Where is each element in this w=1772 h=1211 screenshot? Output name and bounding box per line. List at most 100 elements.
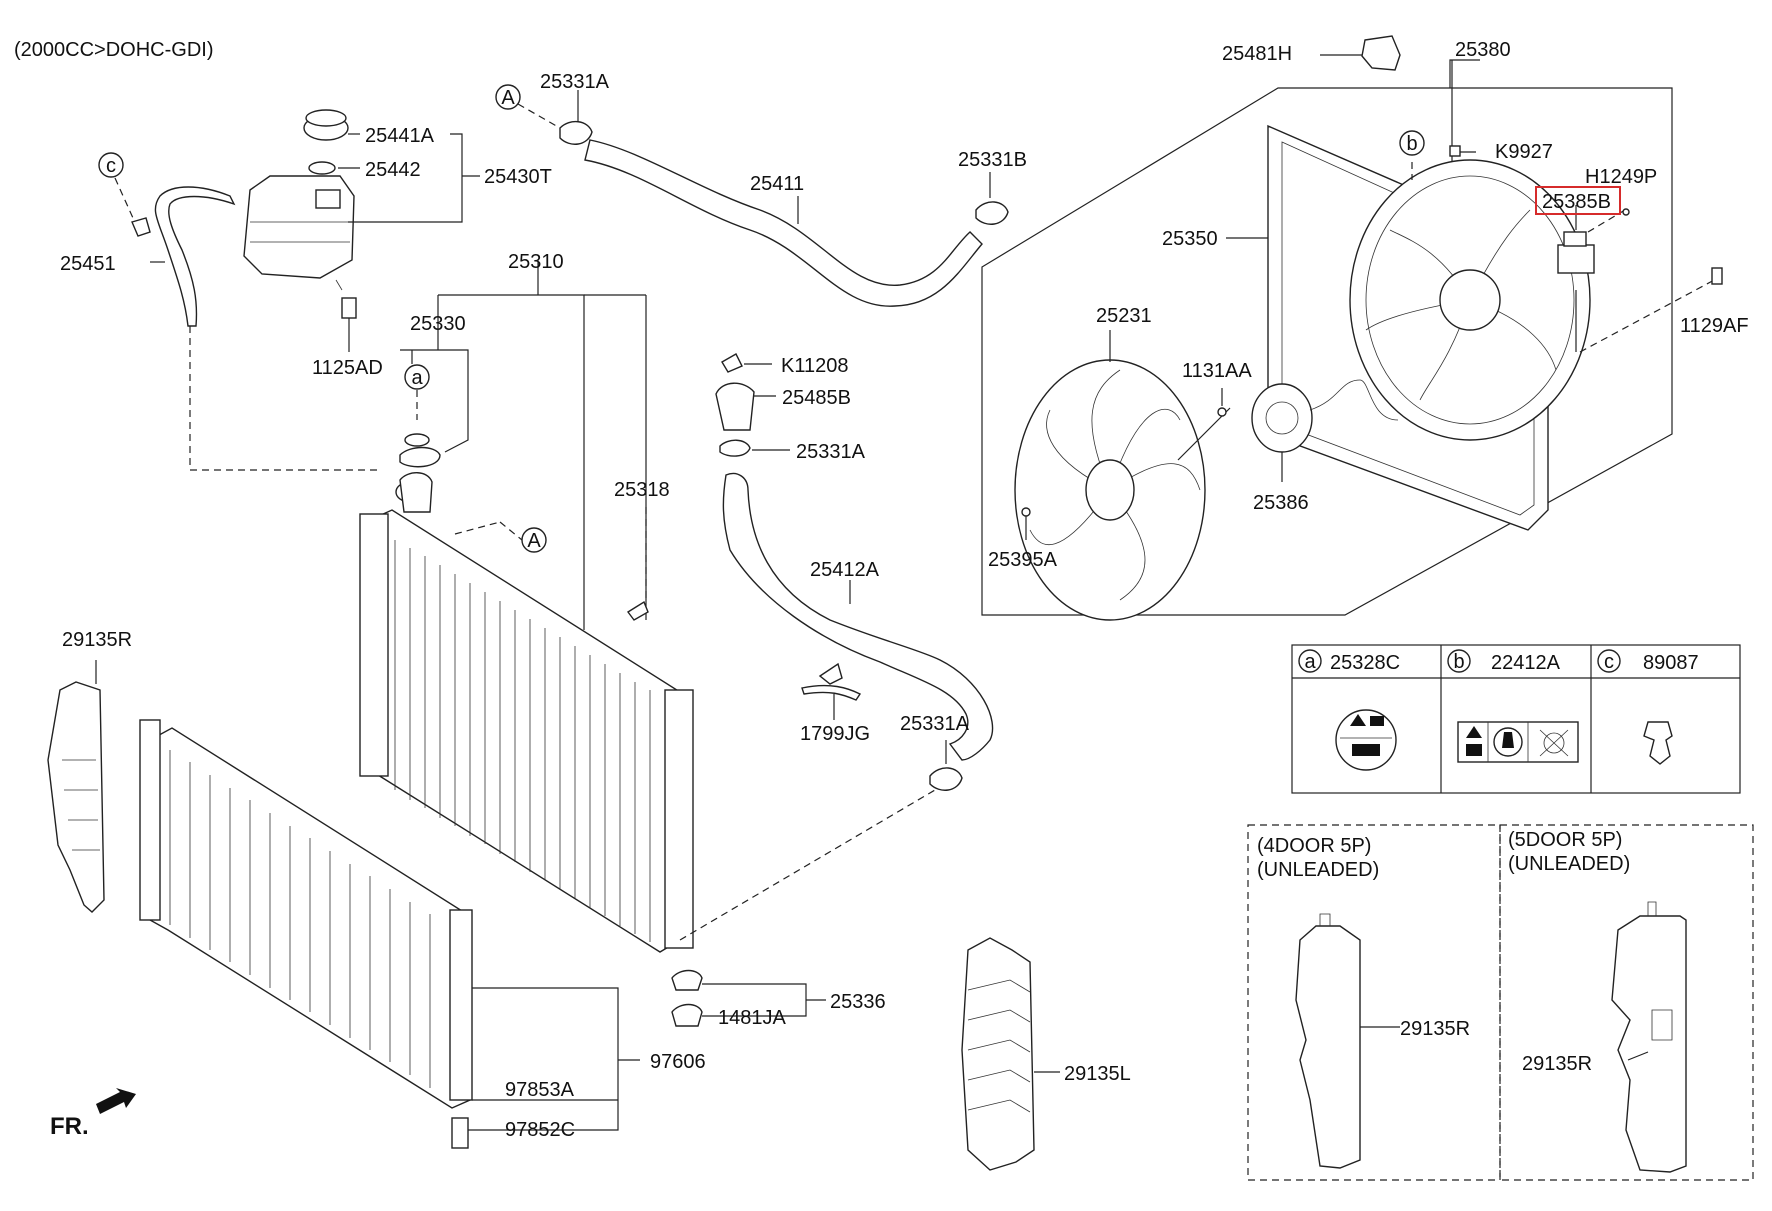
leader-lower-hose-route [679, 789, 936, 941]
label-97853A: 97853A [505, 1079, 575, 1101]
label-25380: 25380 [1455, 39, 1511, 61]
elbow-25485B [715, 382, 755, 431]
label-25350: 25350 [1162, 228, 1218, 250]
reservoir-group: c [98, 109, 480, 471]
fan-motor-wire [1309, 379, 1399, 421]
air-guard-5door-cutout [1651, 1009, 1673, 1041]
label-25336: 25336 [830, 991, 886, 1013]
label-1125AD: 1125AD [312, 357, 383, 379]
ref-letter-A-rad: A [527, 530, 541, 552]
variant-panels: (4DOOR 5P) (UNLEADED) (5DOOR 5P) (UNLEAD… [1247, 824, 1754, 1181]
ref-circle-b-shroud [1399, 130, 1425, 156]
variant-5door-line1: (5DOOR 5P) [1508, 829, 1622, 851]
caution-label-icon [1457, 721, 1579, 763]
label-25451: 25451 [60, 253, 116, 275]
legend-part-89087: 89087 [1643, 652, 1699, 674]
screw-K9927 [1449, 145, 1461, 157]
radiator-group: a A [359, 260, 936, 1027]
label-25331A-low: 25331A [900, 713, 970, 735]
label-97606: 97606 [650, 1051, 706, 1073]
left-guard-group [47, 660, 105, 913]
screw-1131AA [1217, 407, 1227, 417]
clamp-25331A-mid [719, 439, 751, 457]
label-1481JA: 1481JA [718, 1007, 786, 1029]
air-guard-29135R-4door [1295, 925, 1361, 1169]
condenser-receiver-97853A [449, 909, 473, 1101]
legend-ref-b: b [1453, 651, 1464, 673]
shroud-fan-ring-inner [1365, 175, 1575, 425]
air-guard-29135L [961, 937, 1035, 1171]
leader-c [114, 177, 134, 219]
label-H1249P: H1249P [1585, 166, 1657, 188]
label-29135R-4door: 29135R [1400, 1018, 1470, 1040]
leader-fan-center [1177, 407, 1231, 461]
variant-4door-line1: (4DOOR 5P) [1257, 835, 1371, 857]
label-25318: 25318 [614, 479, 670, 501]
guard-29135L-group [961, 937, 1060, 1171]
clamp-25331B [975, 201, 1009, 225]
bracket-25430T [348, 133, 463, 223]
label-1799JG: 1799JG [800, 723, 870, 745]
label-K9927: K9927 [1495, 141, 1553, 163]
upper-hose-group: A [495, 84, 1009, 307]
harness-1799JG-head [818, 662, 843, 685]
nut-25395A [1021, 507, 1031, 517]
bracket-97606 [468, 987, 619, 1131]
label-25310: 25310 [508, 251, 564, 273]
bolt-1125AD [341, 297, 357, 319]
fan-blade-hub [1085, 459, 1135, 521]
harness-1799JG [801, 684, 862, 701]
label-25231: 25231 [1096, 305, 1152, 327]
upper-hose-25411 [584, 139, 983, 307]
leader-A-rad-2 [499, 521, 523, 541]
front-label: FR. [50, 1113, 89, 1140]
drain-plug-seal [404, 433, 430, 447]
ref-letter-b-shroud: b [1406, 133, 1417, 155]
label-25331A-mid: 25331A [796, 441, 866, 463]
label-25485B: 25485B [782, 387, 851, 409]
label-25395A: 25395A [988, 549, 1058, 571]
ref-letter-c: c [106, 155, 116, 177]
label-25411: 25411 [750, 173, 804, 195]
ref-letter-a: a [411, 367, 423, 389]
leader-A-top [517, 103, 561, 129]
legend-ref-circle-a [1298, 649, 1322, 673]
clip-icon [1643, 721, 1673, 765]
variant-5door-line2: (UNLEADED) [1508, 853, 1630, 875]
condenser-group [139, 719, 640, 1149]
legend-table: a 25328C b 22412A c 89087 [1291, 644, 1741, 794]
ref-circle-A-top [495, 84, 521, 110]
drain-plug-25318 [626, 600, 649, 621]
clamp-25331A-low [929, 767, 963, 791]
label-1129AF: 1129AF [1680, 315, 1749, 337]
label-25385B: 25385B [1542, 191, 1611, 213]
fan-motor-face [1265, 401, 1299, 435]
label-25412A: 25412A [810, 559, 880, 581]
radiator-inlet [399, 472, 433, 513]
radiator-cap-25330 [399, 446, 441, 468]
label-25386: 25386 [1253, 492, 1309, 514]
reservoir-cap-top [305, 109, 347, 127]
resistor-25385B-part [1557, 244, 1595, 274]
air-guard-29135R-5door [1611, 915, 1687, 1173]
label-25430T: 25430T [484, 166, 552, 188]
ref-circle-c [98, 152, 124, 178]
air-guard-left-ribs [62, 759, 100, 851]
label-29135R-5door: 29135R [1522, 1053, 1592, 1075]
label-1131AA: 1131AA [1182, 360, 1252, 382]
leader-A-rad [454, 521, 501, 535]
variant-4door-box [1247, 824, 1501, 1181]
variant-5door-box [1499, 824, 1754, 1181]
leader-25380 [1449, 59, 1480, 88]
ref-circle-A-rad [521, 527, 547, 553]
label-25441A: 25441A [365, 125, 435, 147]
legend-part-25328C: 25328C [1330, 652, 1400, 674]
mount-bushing-1481JA [671, 1003, 703, 1027]
legend-ref-circle-c [1597, 649, 1621, 673]
legend-ref-circle-b [1447, 649, 1471, 673]
air-guard-5door-tab [1647, 901, 1657, 916]
clamp-25331A-top [559, 121, 593, 145]
radiator-left-tank [359, 513, 389, 777]
overflow-hose-route [189, 326, 380, 471]
label-25331B: 25331B [958, 149, 1027, 171]
